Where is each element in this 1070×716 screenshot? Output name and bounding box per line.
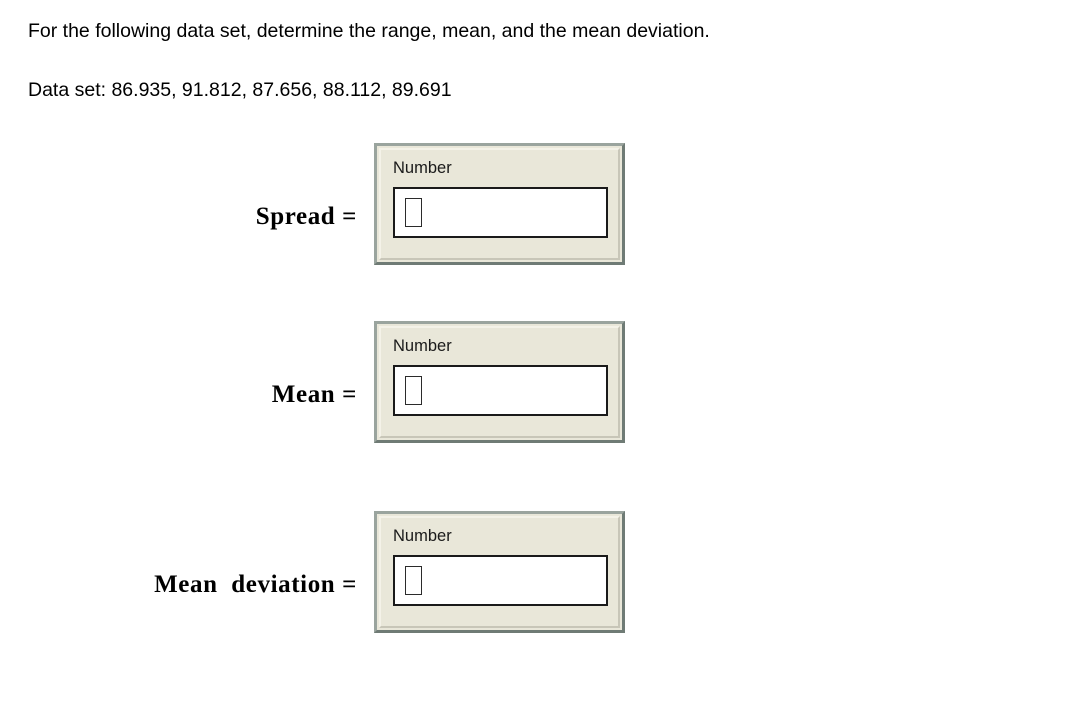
text-caret-icon	[405, 376, 422, 405]
answer-input-mean[interactable]	[393, 365, 608, 416]
number-widget-inner: Number	[379, 516, 620, 628]
number-widget-inner: Number	[379, 148, 620, 260]
number-caption-mean: Number	[393, 337, 452, 355]
text-caret-icon	[405, 566, 422, 595]
answer-input-spread[interactable]	[393, 187, 608, 238]
answer-label-mean: Mean =	[271, 381, 357, 408]
number-widget-inner: Number	[379, 326, 620, 438]
answer-label-mean-deviation: Mean deviation =	[154, 571, 357, 598]
dataset-line: Data set: 86.935, 91.812, 87.656, 88.112…	[28, 79, 452, 101]
question-instruction: For the following data set, determine th…	[28, 20, 710, 42]
number-widget-spread[interactable]: Number	[374, 143, 625, 265]
answer-input-mean-deviation[interactable]	[393, 555, 608, 606]
answer-row-mean: Mean = Number	[0, 321, 1070, 451]
number-widget-mean-deviation[interactable]: Number	[374, 511, 625, 633]
text-caret-icon	[405, 198, 422, 227]
number-widget-mean[interactable]: Number	[374, 321, 625, 443]
answer-label-spread: Spread =	[255, 203, 357, 230]
number-caption-mean-deviation: Number	[393, 527, 452, 545]
answer-row-spread: Spread = Number	[0, 143, 1070, 273]
number-caption-spread: Number	[393, 159, 452, 177]
answer-row-mean-deviation: Mean deviation = Number	[0, 511, 1070, 641]
